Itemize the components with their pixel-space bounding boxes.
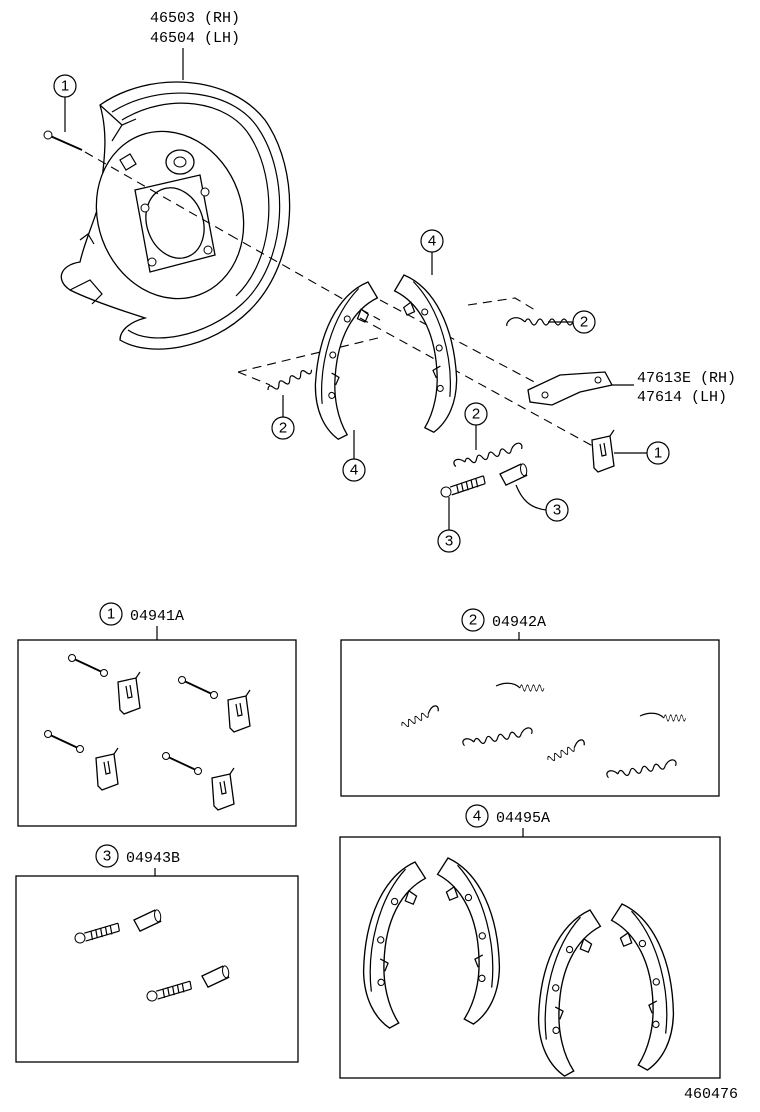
callout-2-right: 2 [548,310,596,334]
callout-2-left: 2 [271,395,295,440]
spring-lower [453,442,523,467]
svg-text:1: 1 [61,78,69,95]
svg-text:04942A: 04942A [492,614,546,631]
brake-shoe-left [304,275,381,443]
svg-text:4: 4 [428,233,436,250]
svg-text:04943B: 04943B [126,850,180,867]
adjuster-screw [438,475,487,499]
lever-label-lh: 47614 (LH) [637,389,727,406]
callout-1-right: 1 [614,441,670,465]
svg-text:4: 4 [350,462,358,479]
kit-1-box [17,639,297,827]
svg-text:04495A: 04495A [496,810,550,827]
kit-2-parts [400,682,687,779]
kit-1-parts [43,653,251,811]
svg-text:3: 3 [103,848,111,865]
svg-text:3: 3 [445,533,453,550]
svg-text:2: 2 [580,314,588,331]
kit-3-parts [73,908,232,1003]
figure-number: 460476 [684,1086,738,1103]
kit-4-header: 4 04495A [465,804,550,837]
callout-4-top: 4 [420,229,444,275]
backing-plate [60,81,291,350]
svg-text:1: 1 [654,445,662,462]
kit-2-header: 2 04942A [461,608,546,640]
svg-text:3: 3 [553,502,561,519]
backing-plate-label-rh: 46503 (RH) [150,10,240,27]
hold-down-clip [591,429,615,473]
spring-upper-right [506,317,574,327]
svg-text:1: 1 [107,606,115,623]
callout-1-top: 1 [53,74,77,132]
spring-left [266,366,314,394]
lever-label-rh: 47613E (RH) [637,370,736,387]
callout-3-left: 3 [437,497,461,553]
svg-text:4: 4 [473,808,481,825]
kit-2-box [340,639,720,797]
kit-4-parts [354,852,683,1079]
kit-4-box [339,836,721,1079]
backing-plate-label-lh: 46504 (LH) [150,30,240,47]
svg-text:2: 2 [472,406,480,423]
adjuster-sleeve [498,462,530,487]
callout-2-middle: 2 [464,402,488,450]
brake-shoe-right [391,268,468,436]
hold-down-pin-top [43,130,83,151]
kit-1-header: 1 04941A [99,602,184,640]
svg-text:2: 2 [279,420,287,437]
svg-text:2: 2 [469,612,477,629]
callout-3-right: 3 [515,484,569,522]
kit-3-box [15,875,299,1063]
kit-3-header: 3 04943B [95,844,180,876]
svg-text:04941A: 04941A [130,608,184,625]
parking-brake-lever [527,371,613,406]
callout-4-bottom: 4 [342,430,366,482]
